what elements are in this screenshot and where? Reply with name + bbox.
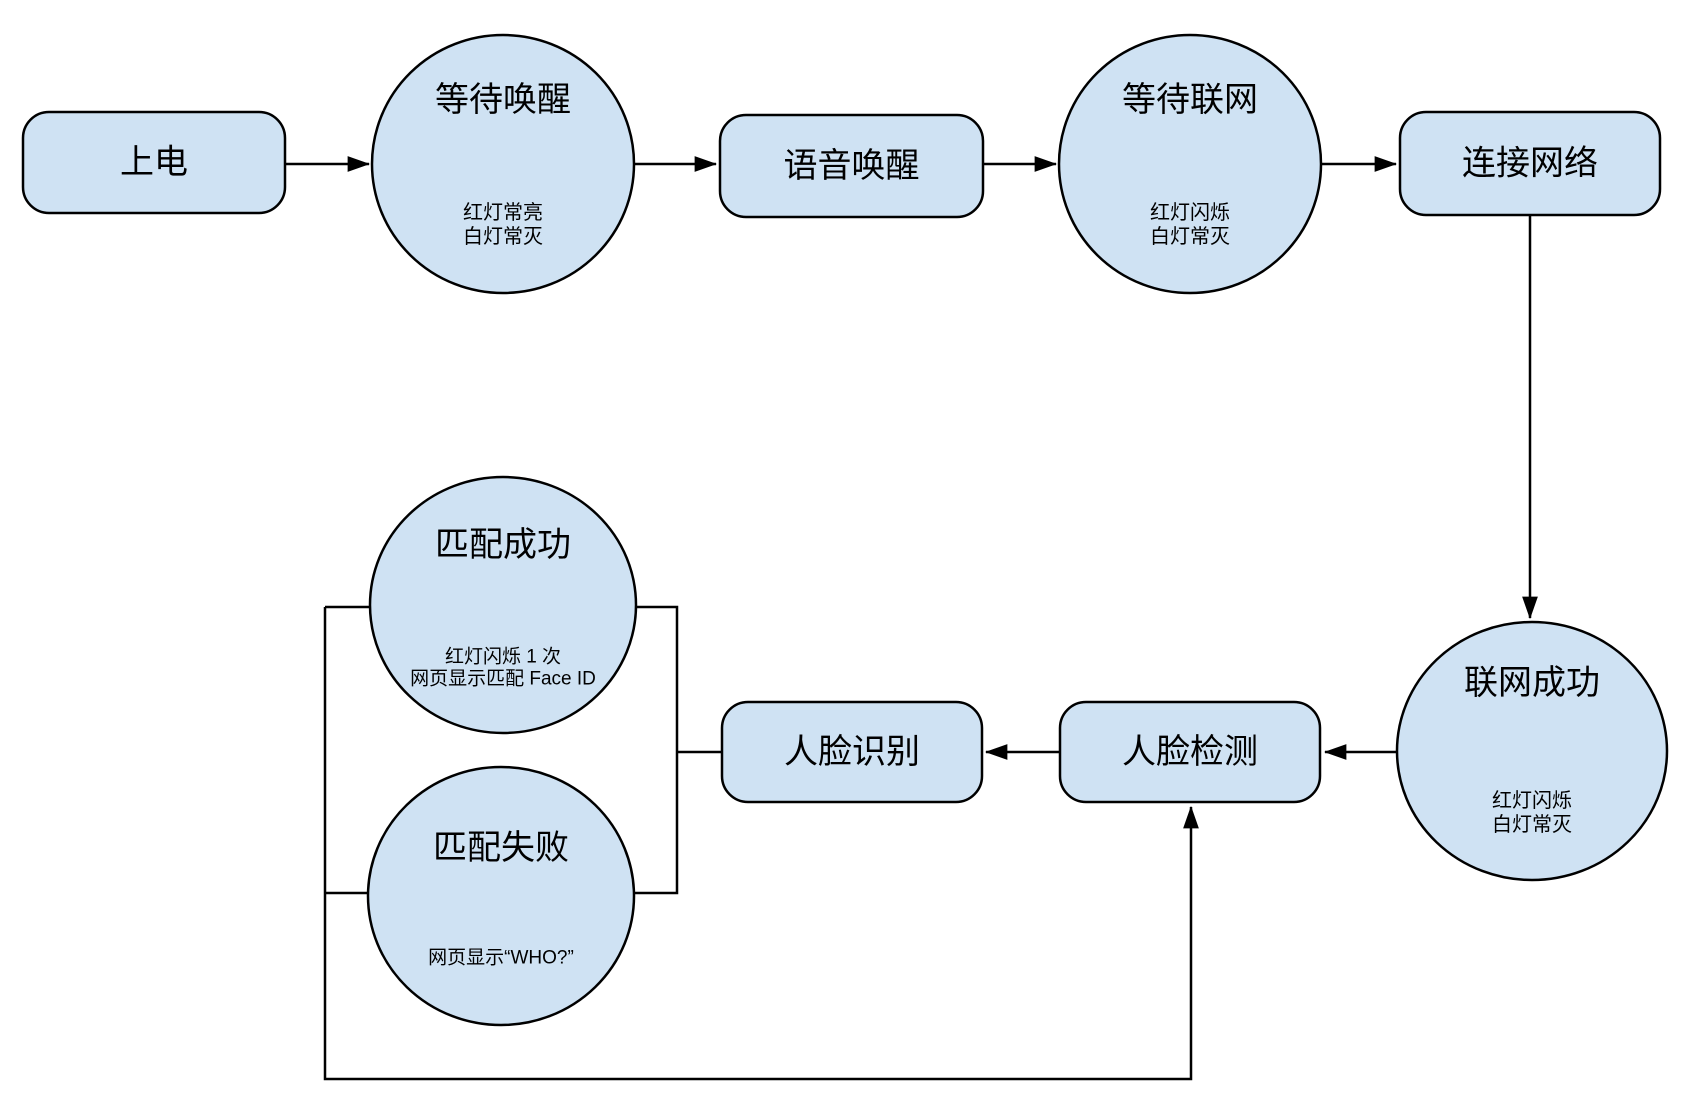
match-fail-shape [366,765,636,1027]
wait-network-label: 等待联网 [1122,81,1258,119]
wait-wake-shape [370,33,636,295]
match-success-subtext: 红灯闪烁 1 次 [445,646,561,668]
wait-wake-subtext: 白灯常灭 [463,225,543,248]
match-success-shape [368,475,638,735]
wait-network-subtext: 红灯闪烁 [1150,201,1230,224]
face-detect-node: 人脸检测 [1058,700,1322,804]
face-recognize-shape [720,700,984,804]
network-success-subtext: 红灯闪烁 [1492,789,1572,812]
network-success-label: 联网成功 [1464,664,1600,702]
wait-network-subtext: 白灯常灭 [1150,225,1230,248]
match-success-label: 匹配成功 [435,526,571,564]
face-detect-shape [1058,700,1322,804]
face-recognize-node: 人脸识别 [720,700,984,804]
wait-wake-label: 等待唤醒 [435,81,571,119]
power-on-label: 上电 [120,144,188,182]
face-detect-label: 人脸检测 [1122,733,1258,771]
fail-loop-to-facedetect-connector [323,607,1199,1081]
match-fail-label: 匹配失败 [433,829,569,867]
match-success-subtext: 网页显示匹配 Face ID [410,669,596,690]
connect-network-label: 连接网络 [1462,145,1598,183]
matchsuccess-right-loop-connector [635,605,679,895]
wait-network-shape [1057,33,1323,295]
face-recognize-label: 人脸识别 [784,733,920,771]
edges-layer [285,156,1538,1081]
voice-wake-node: 语音唤醒 [718,113,985,219]
nodes-layer: 上电等待唤醒红灯常亮白灯常灭语音唤醒等待联网红灯闪烁白灯常灭连接网络联网成功红灯… [21,33,1669,1027]
voice-wake-label: 语音唤醒 [784,147,920,185]
network-success-subtext: 白灯常灭 [1492,813,1572,836]
connect-network-shape [1398,110,1662,217]
match-fail-subtext: 网页显示“WHO?” [428,948,574,969]
wait-wake-subtext: 红灯常亮 [463,201,543,224]
network-success-shape [1395,620,1669,882]
voice-wake-shape [718,113,985,219]
power-on-node: 上电 [21,110,287,215]
connect-network-node: 连接网络 [1398,110,1662,217]
power-on-shape [21,110,287,215]
